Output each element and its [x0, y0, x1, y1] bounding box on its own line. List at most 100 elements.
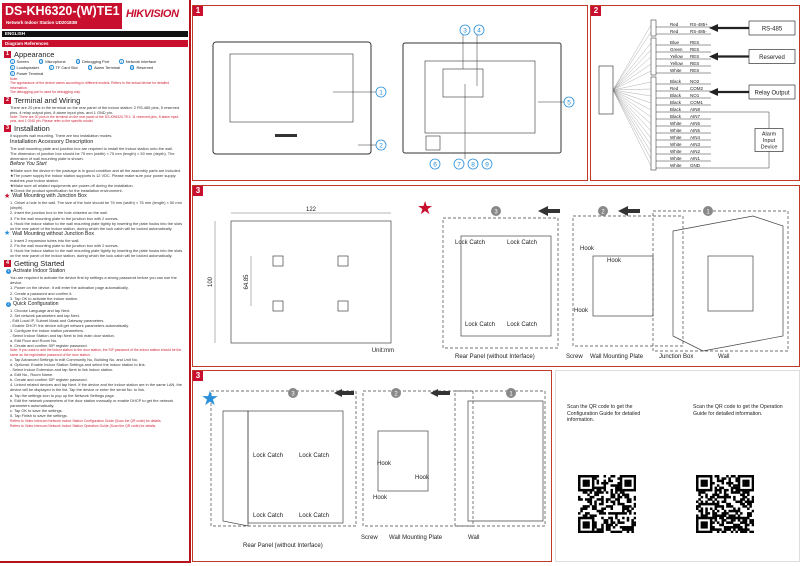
lock-catch-label: Lock Catch [299, 453, 329, 459]
diagram-references-bar: Diagram References [2, 40, 188, 47]
legend-label: TF Card Slot [55, 65, 78, 70]
text-line: - Edit Local IP, Subnet Mask and Gateway… [10, 317, 105, 323]
language-bar: ENGLISH [2, 31, 188, 37]
pin-label: NO2 [690, 79, 700, 84]
pin-label: AIN6 [690, 121, 701, 126]
junction-box-label: Junction Box [659, 354, 693, 360]
callout-number: 7 [457, 161, 461, 168]
hook-label: Hook [377, 461, 392, 467]
callout-icon: 1 [10, 59, 15, 64]
callout-circle [429, 158, 441, 170]
step-1-icon: 1 [6, 269, 11, 275]
model-title: DS-KH6320-(W)TE1 [5, 4, 120, 18]
legend-label: Loudspeaker [16, 65, 40, 70]
lock-catch-label: Lock Catch [507, 322, 537, 328]
lock-catch-label: Lock Catch [253, 513, 283, 519]
group-box-label: Reserved [759, 55, 785, 61]
text-line: 2. Create a password and confirm it. [10, 290, 73, 296]
panel-tag: 1 [193, 6, 203, 16]
section-number: 4 [4, 260, 11, 268]
hook-label: Hook [373, 495, 388, 501]
text-line: 3. Configure the indoor station paramete… [10, 328, 84, 334]
callout-icon: 2 [38, 59, 44, 64]
wire-color: White [670, 142, 682, 147]
callout-circle [473, 24, 485, 36]
pin-label: AIN1 [690, 156, 701, 161]
red-star-icon: ★ [417, 198, 433, 218]
pin-label: GND [690, 163, 701, 168]
callout-circle [375, 139, 387, 151]
model-subtitle: Network Indoor Station UD20183B [6, 20, 78, 25]
arrow-icon [709, 52, 718, 61]
arrow-icon [709, 88, 718, 96]
connector [598, 65, 614, 115]
wire-color: Black [670, 79, 682, 84]
note-line: The appearance of the device varies acco… [10, 81, 170, 90]
callout-circle [453, 158, 465, 170]
panel-tag: 2 [591, 6, 601, 16]
note-label: Note: [10, 77, 19, 81]
installation-intro: It supports wall mounting. There are two… [10, 133, 113, 139]
text-line: 3. Hook the indoor station to the wall m… [10, 248, 183, 259]
instructions-column: DS-KH6320-(W)TE1 Network Indoor Station … [0, 0, 191, 563]
red-star-icon: ★ [4, 192, 11, 200]
callout-circle [481, 158, 493, 170]
operation-qr-code[interactable] [696, 475, 754, 533]
pin-label: RES [690, 54, 699, 59]
section-installation-heading: 3 Installation [4, 124, 186, 133]
mounting-without-box-drawing: ★ Lock Catch Lock Catch Lock Catch Lock … [201, 388, 546, 549]
dimension-height: 100 [208, 276, 214, 287]
quick-config-title: Quick Configuration [13, 300, 59, 307]
wire-color: White [670, 149, 682, 154]
wire-color: Black [670, 93, 682, 98]
wire-color: Yellow [670, 61, 684, 66]
callout-circle [375, 86, 387, 98]
group-box-label: Relay Output [754, 91, 789, 97]
wire-color: White [670, 135, 682, 140]
terminal-block [650, 37, 657, 76]
accessory-title: Installation Accessory Description [10, 138, 94, 145]
config-qr-code[interactable] [578, 475, 636, 533]
wire-color: Red [670, 29, 679, 34]
panel-mounting-with-junction-box: 3 ★ 122 100 64.85 Unit:mm Lock Ca [192, 185, 800, 367]
pin-label: RES [690, 68, 699, 73]
wire-color: Red [670, 86, 679, 91]
section-title: Getting Started [14, 259, 65, 269]
pin-label: COM2 [690, 86, 703, 91]
text-line: 3. Tap OK to activate the indoor station… [10, 295, 79, 301]
text-line: 5. Tap Finish to save the settings. [10, 412, 68, 418]
text-line: b. Edit the network parameters of the do… [10, 397, 174, 408]
text-line: Make sure all related equipments are pow… [13, 183, 134, 189]
section-title: Appearance [14, 50, 55, 59]
text-line: 1. Chisel a hole in the wall. The size o… [10, 200, 182, 211]
text-line: 4. Hook the indoor station to the wall m… [10, 220, 183, 231]
before-title: Before You Start [10, 160, 47, 167]
section-title: Terminal and Wiring [14, 95, 81, 105]
text-line: 4. Linked related devices and tap Next. … [10, 382, 182, 393]
callout-number: 5 [567, 99, 571, 106]
callout-number: 8 [471, 161, 475, 168]
pin-label: NO1 [690, 93, 700, 98]
panel-tag: 3 [193, 371, 203, 381]
installation-body: It supports wall mounting. There are two… [4, 133, 186, 258]
callout-icon: 8 [129, 65, 135, 70]
section-number: 3 [4, 125, 11, 133]
step-badge: 3 [291, 392, 295, 398]
lock-catch-label: Lock Catch [299, 513, 329, 519]
pin-label: AIN3 [690, 142, 701, 147]
lock-catch-label: Lock Catch [465, 322, 495, 328]
hook-label: Hook [580, 246, 595, 252]
callout-icon: 6 [49, 65, 54, 70]
section-title: Installation [14, 124, 50, 134]
brand-logo: HIKVISION [126, 8, 179, 20]
mounting-with-box-drawing: ★ 122 100 64.85 Unit:mm Lock Catch Lock … [208, 198, 789, 360]
wire-color: Yellow [670, 54, 684, 59]
without-box-title: Wall Mounting without Junction Box [12, 230, 94, 237]
text-line: 1. Power on the device. It will enter th… [10, 285, 129, 291]
